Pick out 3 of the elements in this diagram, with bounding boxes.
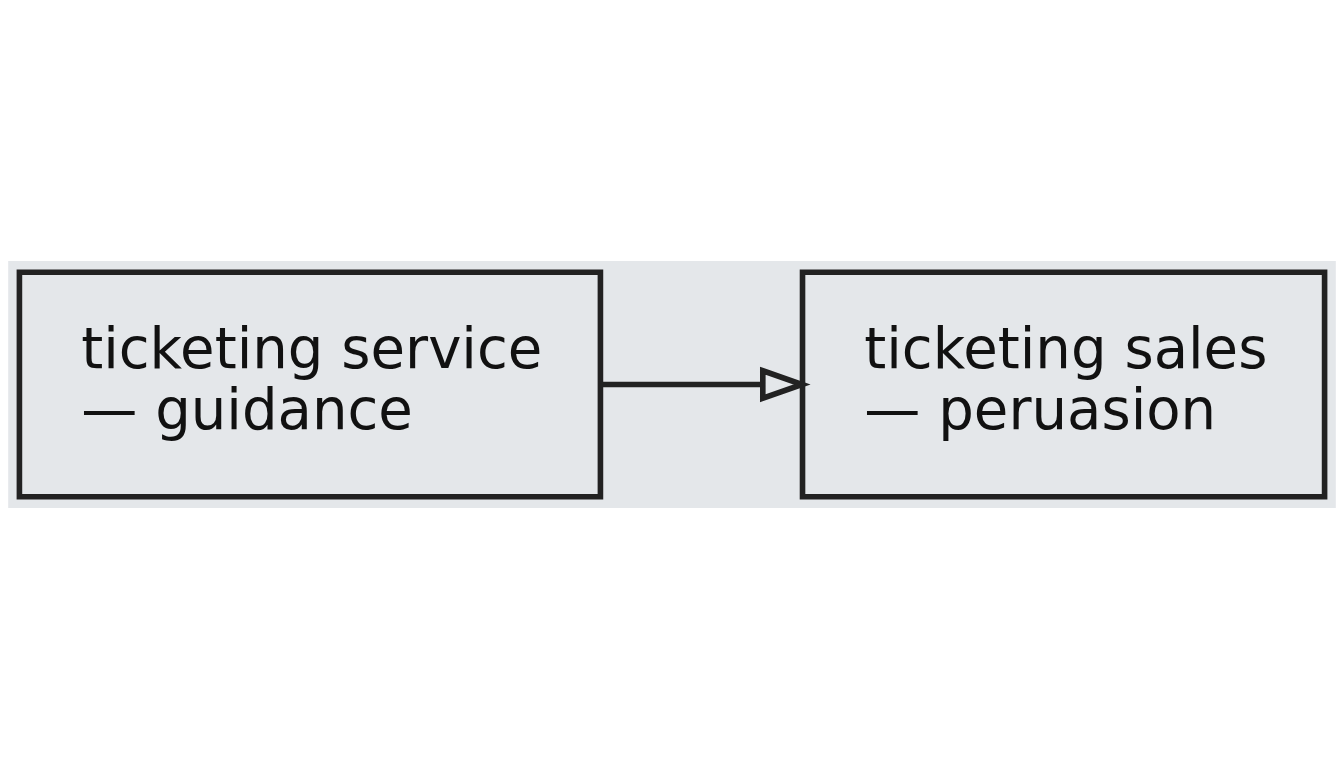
arrow [600,366,811,402]
node-box: ticketing sales — peruasion [799,268,1328,500]
node-box: ticketing service — guidance [16,268,604,500]
